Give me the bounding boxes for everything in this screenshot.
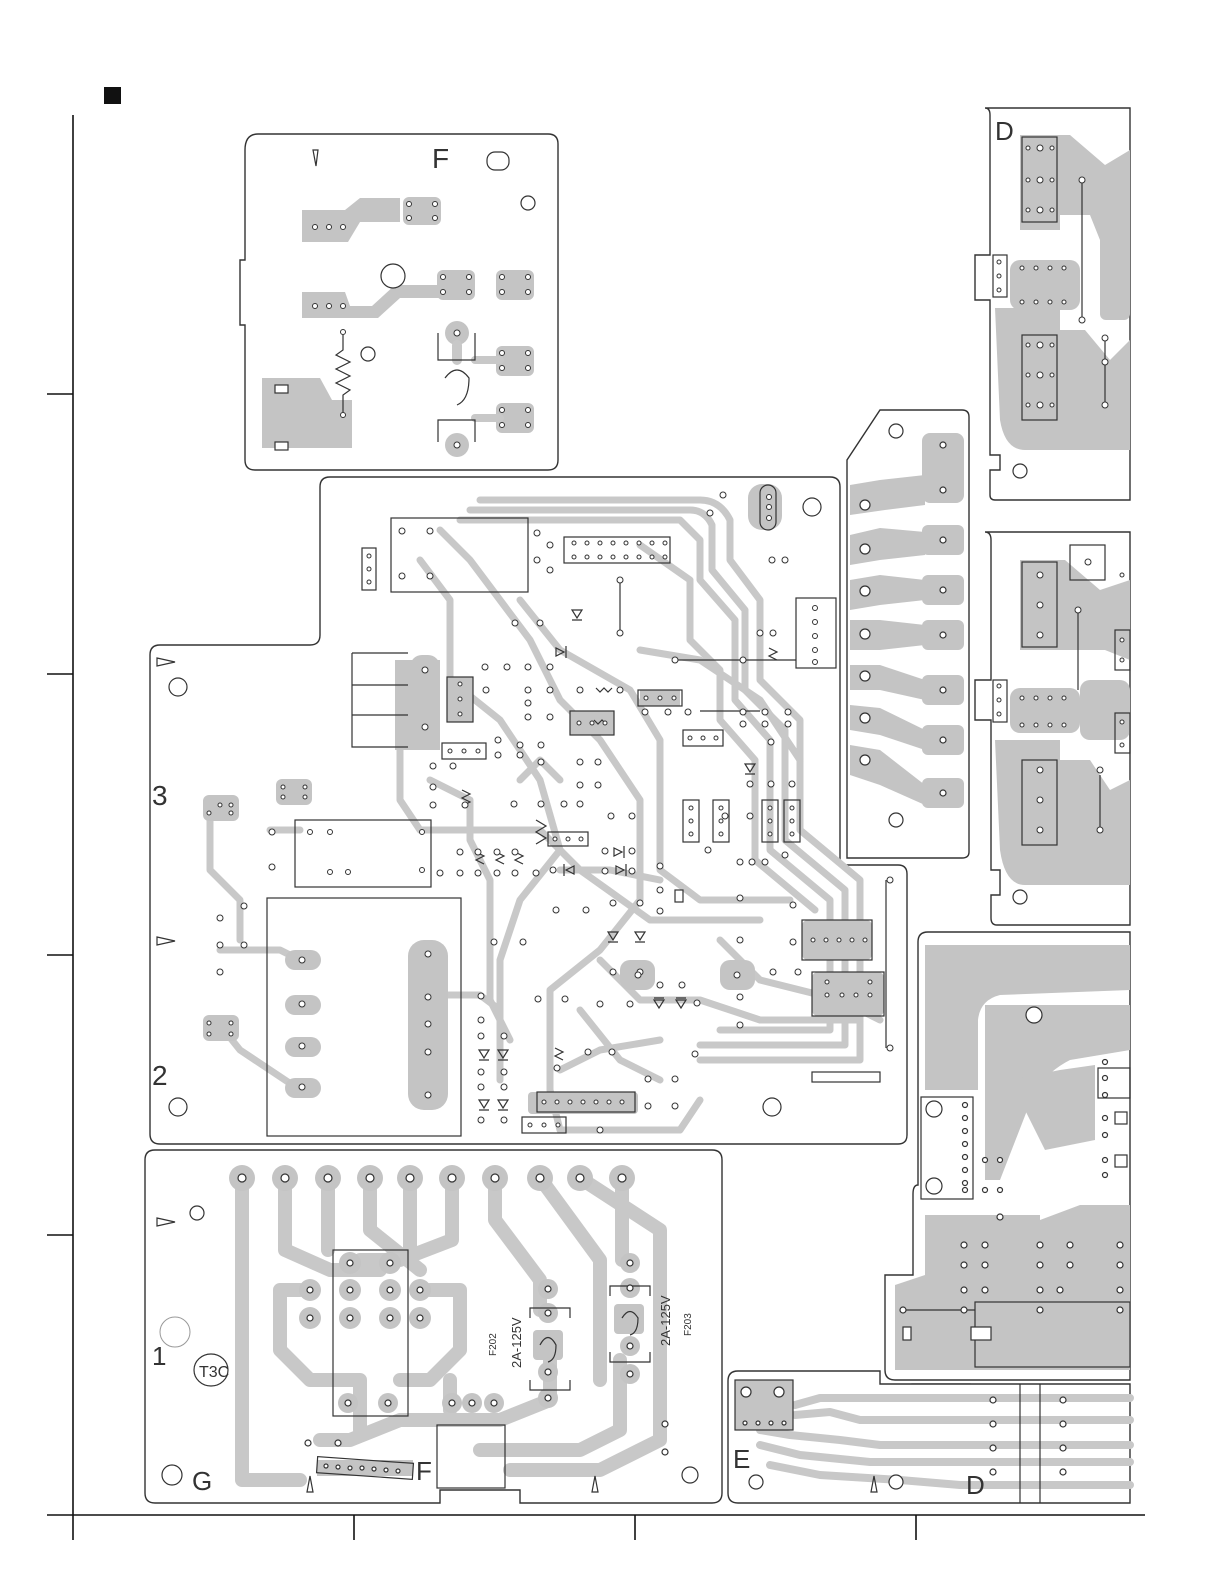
- board-e-d-bottom: E D: [728, 1371, 1130, 1503]
- marker-t3c: T3C: [199, 1364, 229, 1381]
- board-label-d-bottom: D: [966, 1470, 985, 1500]
- fuse-f203-rating: 2A-125V: [658, 1295, 673, 1346]
- row-label-1: 1: [152, 1341, 166, 1371]
- fuse-f202-rating: 2A-125V: [509, 1317, 524, 1368]
- board-g: T3C 1 G F F202 2A-125V 2A-125V F203: [145, 1150, 722, 1503]
- board-label-e: E: [733, 1444, 750, 1474]
- fuse-f203-name: F203: [683, 1313, 694, 1336]
- section-marker-square: [104, 87, 121, 104]
- board-label-f-bottom: F: [416, 1456, 432, 1486]
- board-f: F: [240, 134, 558, 470]
- board-label-g: G: [192, 1466, 212, 1496]
- ruler-bottom: [47, 1515, 1145, 1540]
- board-d-top: D: [975, 108, 1130, 500]
- row-label-3: 3: [152, 780, 168, 811]
- row-label-2: 2: [152, 1060, 168, 1091]
- board-switch-strip: [847, 410, 969, 858]
- board-bottom-right: [885, 932, 1130, 1430]
- board-d-middle: [975, 532, 1130, 925]
- ruler-left: [47, 115, 73, 1540]
- board-label-f: F: [432, 143, 449, 174]
- board-label-d-top: D: [995, 116, 1014, 146]
- fuse-f202-name: F202: [488, 1333, 499, 1356]
